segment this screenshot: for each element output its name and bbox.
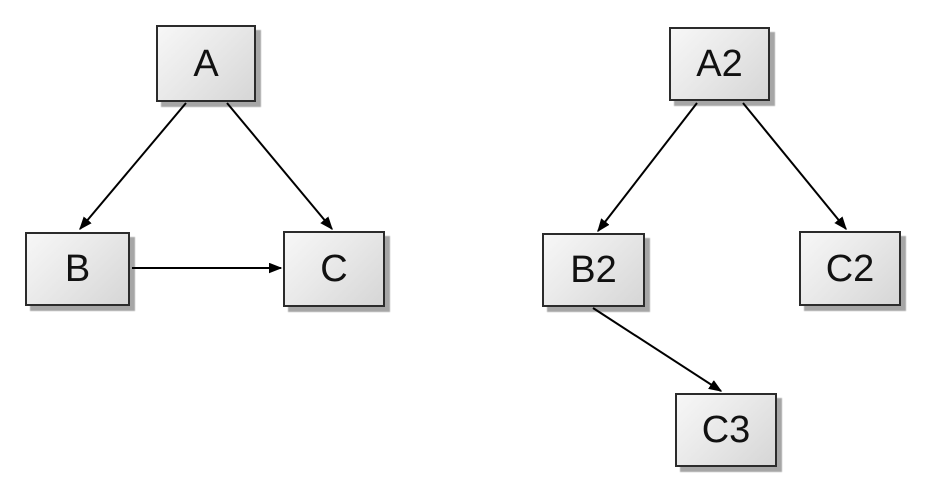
node-C2[interactable]: C2 xyxy=(799,231,901,306)
node-C2-label: C2 xyxy=(825,247,875,290)
node-C3-label: C3 xyxy=(701,409,751,451)
node-A2-label: A2 xyxy=(696,43,743,85)
node-C-label: C xyxy=(320,248,348,290)
edge-A2-to-C2-arrow xyxy=(742,102,846,229)
edge-A-to-B-arrow xyxy=(80,102,187,229)
node-B2[interactable]: B2 xyxy=(542,233,645,307)
node-B2-label: B2 xyxy=(570,249,617,291)
node-A-label: A xyxy=(193,42,219,85)
node-B[interactable]: B xyxy=(25,232,130,306)
node-B-label: B xyxy=(64,248,91,290)
node-A2[interactable]: A2 xyxy=(669,27,770,101)
edge-B2-to-C3-arrow xyxy=(592,307,721,392)
node-C3[interactable]: C3 xyxy=(675,393,777,467)
node-C[interactable]: C xyxy=(283,231,385,307)
node-A[interactable]: A xyxy=(156,25,256,102)
edge-A-to-C-arrow xyxy=(226,102,332,229)
edge-A2-to-B2-arrow xyxy=(598,102,698,231)
